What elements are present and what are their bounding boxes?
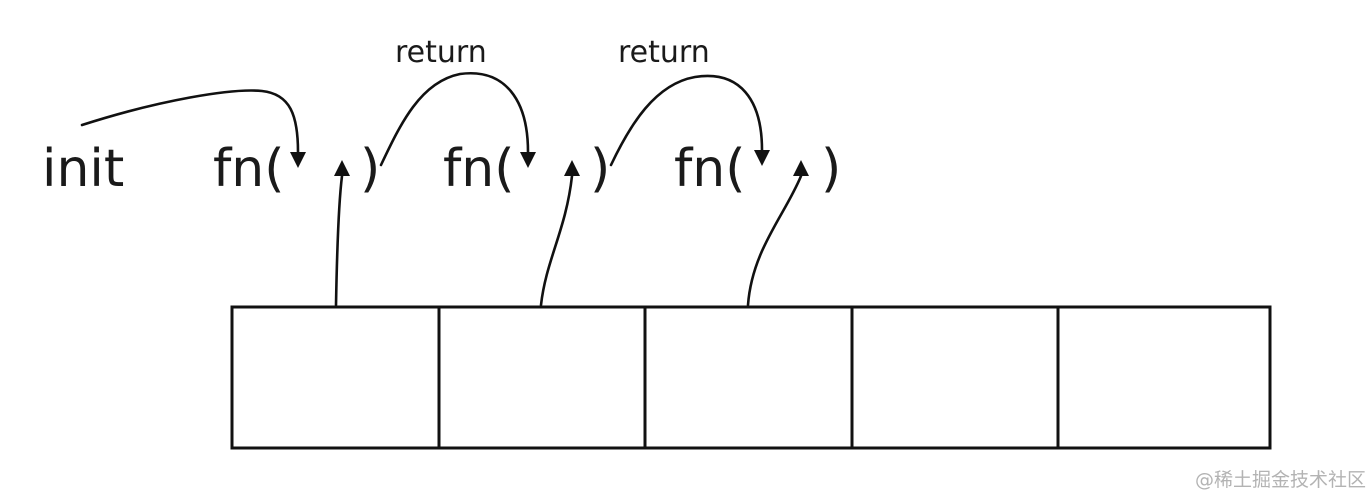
fn-call-3-open: fn( bbox=[674, 139, 746, 199]
return-arrow-1 bbox=[379, 71, 536, 168]
return-label-2: return bbox=[618, 35, 710, 70]
fn-call-2: fn( ) bbox=[443, 139, 610, 199]
fn-call-3-close: ) bbox=[821, 139, 841, 199]
init-label: init bbox=[42, 139, 124, 199]
array bbox=[230, 305, 1272, 450]
fn-call-1-open: fn( bbox=[213, 139, 285, 199]
fn-call-1-close: ) bbox=[360, 139, 380, 199]
array-cell-1 bbox=[230, 305, 441, 450]
return-label-1: return bbox=[395, 35, 487, 70]
array-cell-3 bbox=[643, 305, 854, 450]
element-arrow-3 bbox=[746, 160, 809, 307]
fn-call-1: fn( ) bbox=[213, 139, 380, 199]
element-arrow-2 bbox=[539, 160, 580, 307]
array-cell-2 bbox=[437, 305, 647, 450]
element-arrow-1 bbox=[334, 160, 350, 307]
array-cell-4 bbox=[850, 305, 1060, 450]
fn-call-3: fn( ) bbox=[674, 139, 841, 199]
watermark: @稀土掘金技术社区 bbox=[1195, 469, 1366, 491]
init-to-accumulator-arrow bbox=[80, 89, 306, 168]
fn-call-2-close: ) bbox=[590, 139, 610, 199]
fn-call-2-open: fn( bbox=[443, 139, 515, 199]
return-arrow-2 bbox=[609, 74, 770, 167]
array-cell-5 bbox=[1056, 305, 1272, 450]
